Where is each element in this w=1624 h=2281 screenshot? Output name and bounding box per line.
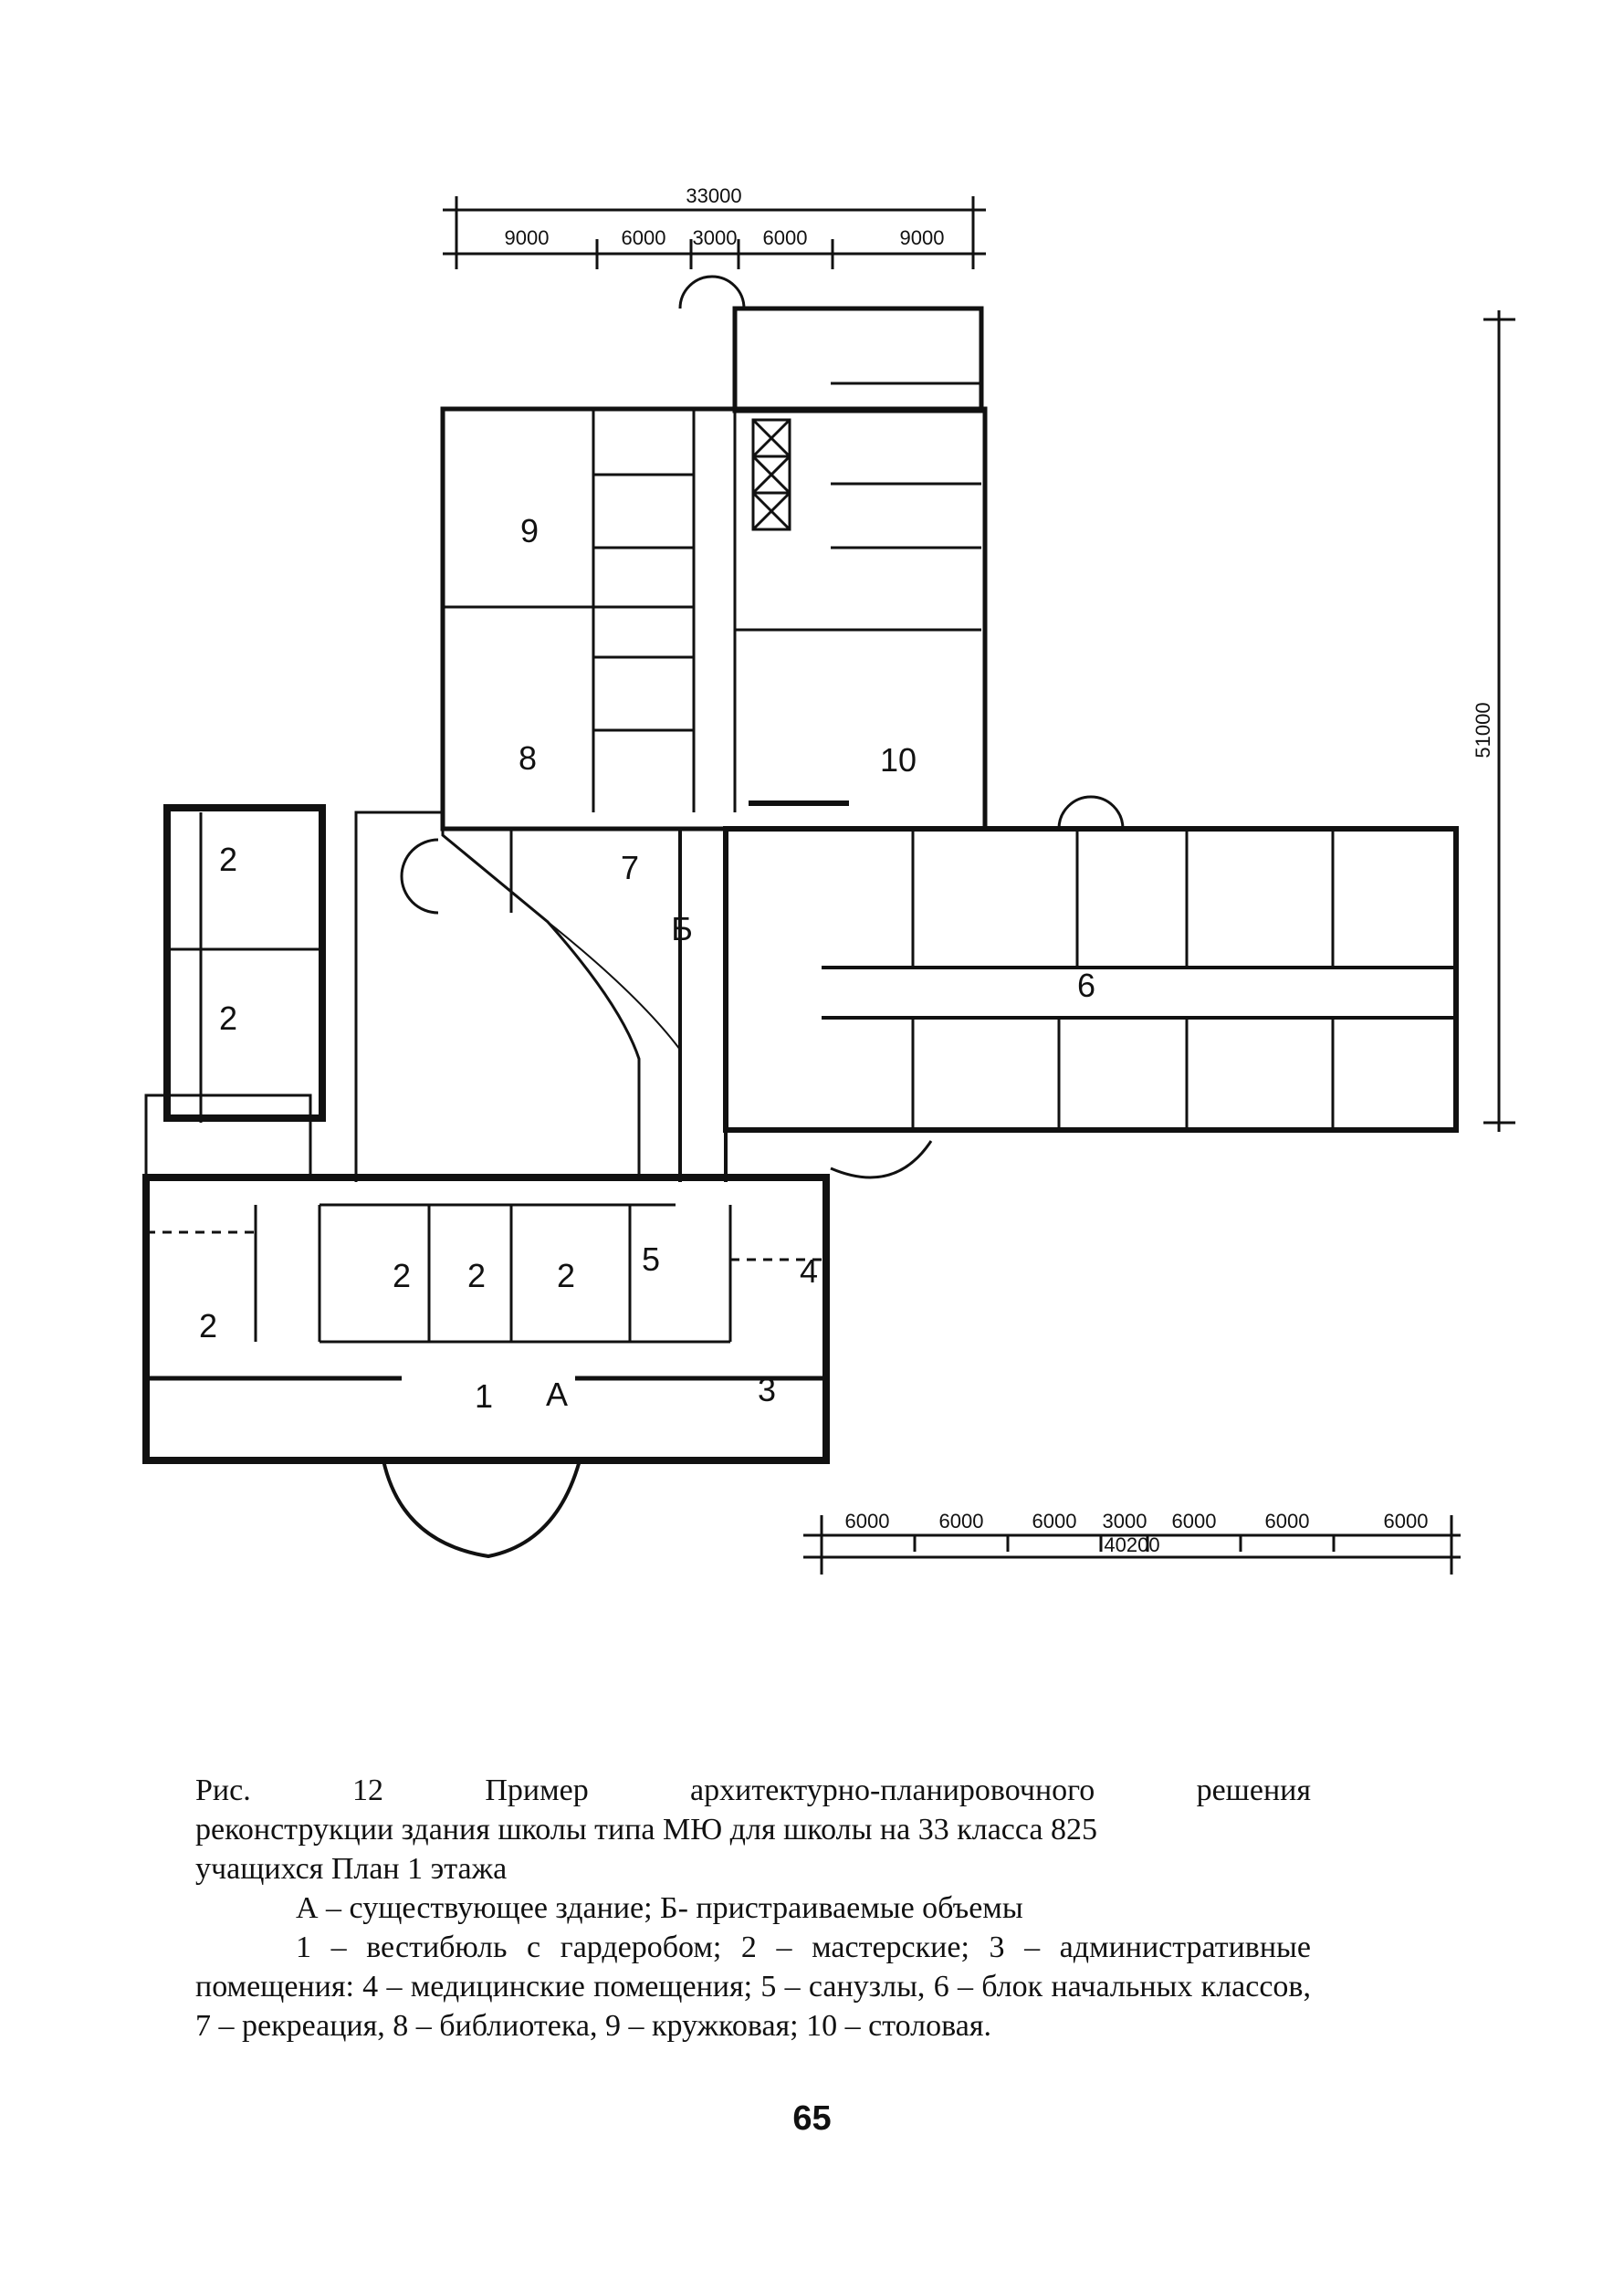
room-label: 3 xyxy=(758,1371,776,1408)
room-label: 2 xyxy=(557,1257,575,1294)
page-number: 65 xyxy=(792,2099,832,2138)
bottom-segment-dimension: 6000 xyxy=(939,1510,984,1533)
bottom-segment-dimension: 6000 xyxy=(1384,1510,1429,1533)
bottom-segment-dimension: 6000 xyxy=(845,1510,890,1533)
room-label: 10 xyxy=(880,741,917,779)
legend-text: 1 – вестибюль с гардеробом; 2 – мастерск… xyxy=(195,1930,1311,2043)
room-label: 9 xyxy=(520,512,539,549)
side-dimension-line xyxy=(1483,310,1515,1132)
room-label: 4 xyxy=(800,1252,818,1290)
floor-plan-drawing: 33000 9000 6000 3000 6000 9000 51000 600… xyxy=(142,184,1515,1575)
bottom-dimension-chain xyxy=(803,1515,1461,1575)
room-label: 2 xyxy=(393,1257,411,1294)
bottom-segment-dimension: 6000 xyxy=(1032,1510,1077,1533)
east-wing xyxy=(723,795,1459,1179)
caption-line: Рис. 12 Пример архитектурно-планировочно… xyxy=(195,1774,1311,1807)
room-label: Б xyxy=(671,910,693,947)
room-label: 5 xyxy=(642,1240,660,1278)
room-label: 6 xyxy=(1077,967,1095,1004)
top-segment-dimension: 6000 xyxy=(763,226,808,249)
room-label: 2 xyxy=(199,1307,217,1345)
top-segment-dimension: 9000 xyxy=(505,226,550,249)
legend-ab: А – существующее здание; Б- пристраиваем… xyxy=(296,1891,1023,1925)
top-total-dimension: 33000 xyxy=(686,184,741,207)
room-label: 1 xyxy=(475,1377,493,1415)
side-dimension: 51000 xyxy=(1472,702,1494,758)
west-wing xyxy=(144,804,358,1182)
bottom-segment-dimension: 6000 xyxy=(1172,1510,1217,1533)
room-label: А xyxy=(546,1376,568,1413)
caption-line: учащихся План 1 этажа xyxy=(195,1852,508,1886)
top-segment-dimension: 9000 xyxy=(900,226,945,249)
figure-caption: Рис. 12 Пример архитектурно-планировочно… xyxy=(195,1771,1311,2046)
bottom-total-dimension: 40200 xyxy=(1104,1533,1159,1556)
bottom-segment-dimension: 3000 xyxy=(1103,1510,1147,1533)
caption-line: реконструкции здания школы типа МЮ для ш… xyxy=(195,1813,1097,1847)
south-block xyxy=(142,1174,830,1559)
room-label: 2 xyxy=(219,999,237,1037)
bottom-segment-dimension: 6000 xyxy=(1265,1510,1310,1533)
room-label: 2 xyxy=(219,841,237,878)
top-dimension-chain xyxy=(443,196,986,269)
room-label: 8 xyxy=(519,739,537,777)
north-block xyxy=(440,275,988,832)
room-label: 2 xyxy=(467,1257,486,1294)
top-segment-dimension: 3000 xyxy=(693,226,738,249)
room-label: 7 xyxy=(621,849,639,886)
courtyard xyxy=(354,811,681,1179)
top-segment-dimension: 6000 xyxy=(622,226,666,249)
